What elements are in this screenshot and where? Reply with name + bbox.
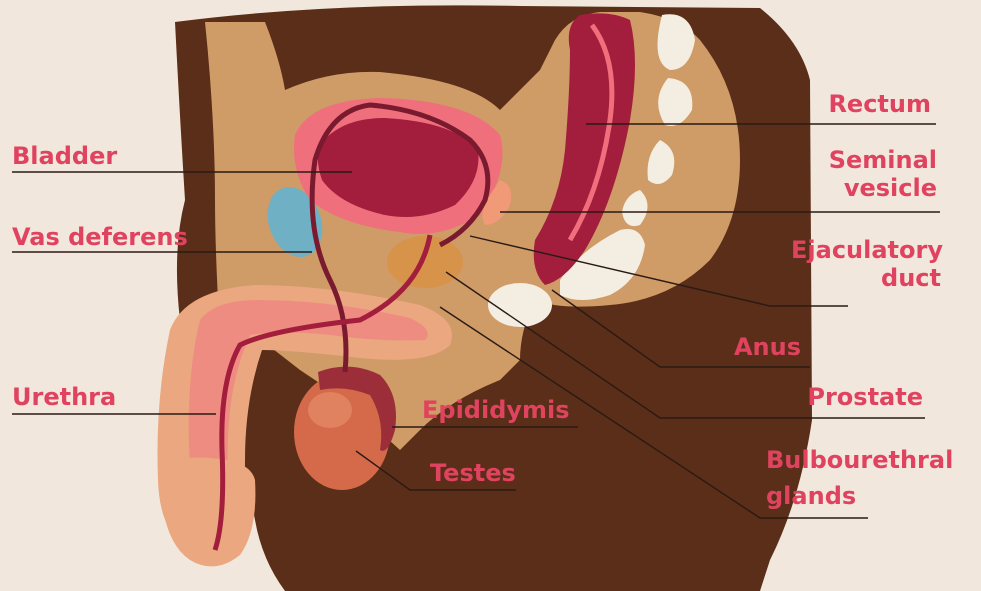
label-testes: Testes <box>430 459 516 487</box>
label-seminal-vesicle: Seminal vesicle <box>787 146 937 202</box>
testis-highlight <box>308 392 352 428</box>
prostate-organ <box>387 236 463 288</box>
label-rectum: Rectum <box>828 90 931 118</box>
label-prostate: Prostate <box>807 383 923 411</box>
label-urethra: Urethra <box>12 383 116 411</box>
label-bulbourethral-glands: Bulbourethral glands <box>766 442 966 514</box>
label-anus: Anus <box>734 333 801 361</box>
label-bladder: Bladder <box>12 142 117 170</box>
label-vas-deferens: Vas deferens <box>12 223 188 251</box>
bulb-tissue <box>488 283 552 327</box>
label-ejaculatory-duct: Ejaculatory duct <box>791 236 941 292</box>
label-epididymis: Epididymis <box>422 396 570 424</box>
glans <box>160 458 255 567</box>
